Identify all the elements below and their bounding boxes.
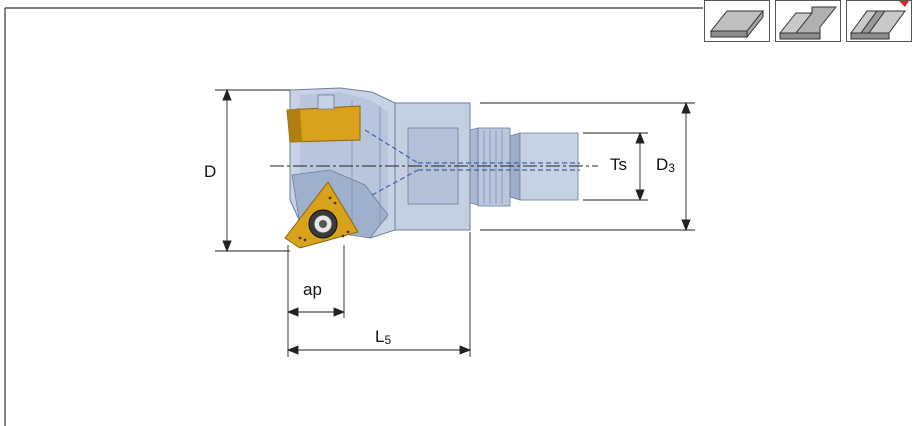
- label-length: L5: [375, 327, 392, 347]
- slot-milling-icon: [846, 0, 912, 42]
- label-depth-of-cut: ap: [303, 280, 322, 299]
- insert-top: [286, 94, 361, 143]
- label-thread: Ts: [610, 155, 627, 174]
- shank: [394, 102, 579, 231]
- dimension-lines: [215, 88, 695, 357]
- face-milling-icon: [704, 0, 770, 42]
- label-shank-diameter: D3: [656, 155, 675, 175]
- insert-bottom: [284, 181, 359, 249]
- shoulder-milling-icon: [775, 0, 841, 42]
- coolant-channels: [364, 129, 580, 196]
- frame: [4, 7, 703, 426]
- label-diameter: D: [204, 162, 217, 181]
